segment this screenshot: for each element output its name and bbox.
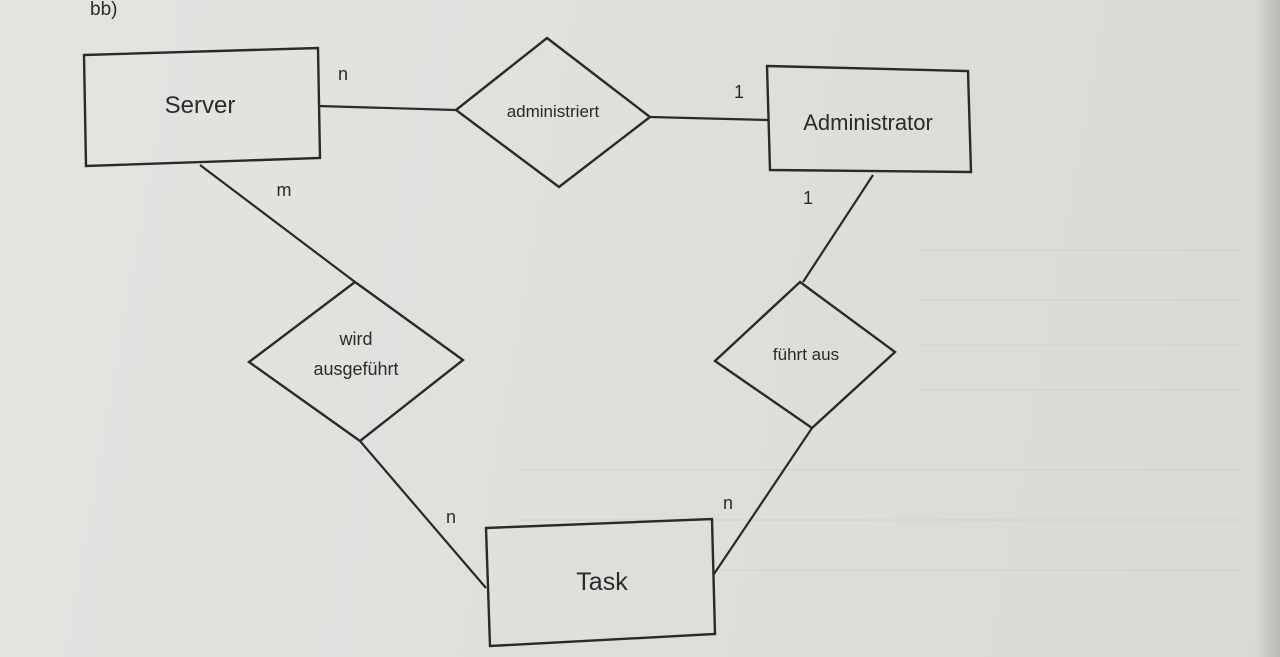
connector-administrator-fuehrt-aus [802, 174, 874, 283]
relationship-wird-ausgefuehrt-label-line1: wird [338, 329, 372, 349]
entity-server-label: Server [165, 92, 236, 119]
entity-server-box [82, 46, 322, 168]
relationship-fuehrt-aus-label: führt aus [773, 345, 839, 364]
connector-wird-ausgefuehrt-task [359, 440, 487, 589]
entity-task-box [484, 517, 717, 648]
entity-task-label: Task [576, 568, 628, 596]
cardinality-task-fuehrt-aus: n [723, 493, 733, 513]
connector-fuehrt-aus-task [713, 427, 813, 575]
relationship-wird-ausgefuehrt-label-line2: ausgeführt [313, 359, 398, 379]
entity-administrator-box [765, 64, 973, 174]
relationship-wird-ausgefuehrt-diamond [246, 280, 465, 443]
paper-edge-shadow [1254, 0, 1280, 657]
page-label: bb) [90, 0, 117, 20]
entity-administrator-label: Administrator [803, 110, 933, 135]
cardinality-administrator-administriert: 1 [734, 82, 744, 102]
cardinality-administrator-fuehrt-aus: 1 [803, 188, 813, 208]
cardinality-task-wird-ausgefuehrt: n [446, 507, 456, 527]
bleed-through-texture [520, 249, 1240, 571]
connector-administriert-administrator [649, 115, 769, 122]
connector-server-administriert [317, 104, 457, 112]
cardinality-server-wird-ausgefuehrt: m [277, 180, 292, 200]
relationship-fuehrt-aus-diamond [713, 280, 897, 430]
relationship-administriert-diamond [454, 36, 652, 189]
connector-server-wird-ausgefuehrt [199, 164, 356, 283]
cardinality-server-administriert: n [338, 64, 348, 84]
relationship-administriert-label: administriert [507, 102, 600, 121]
